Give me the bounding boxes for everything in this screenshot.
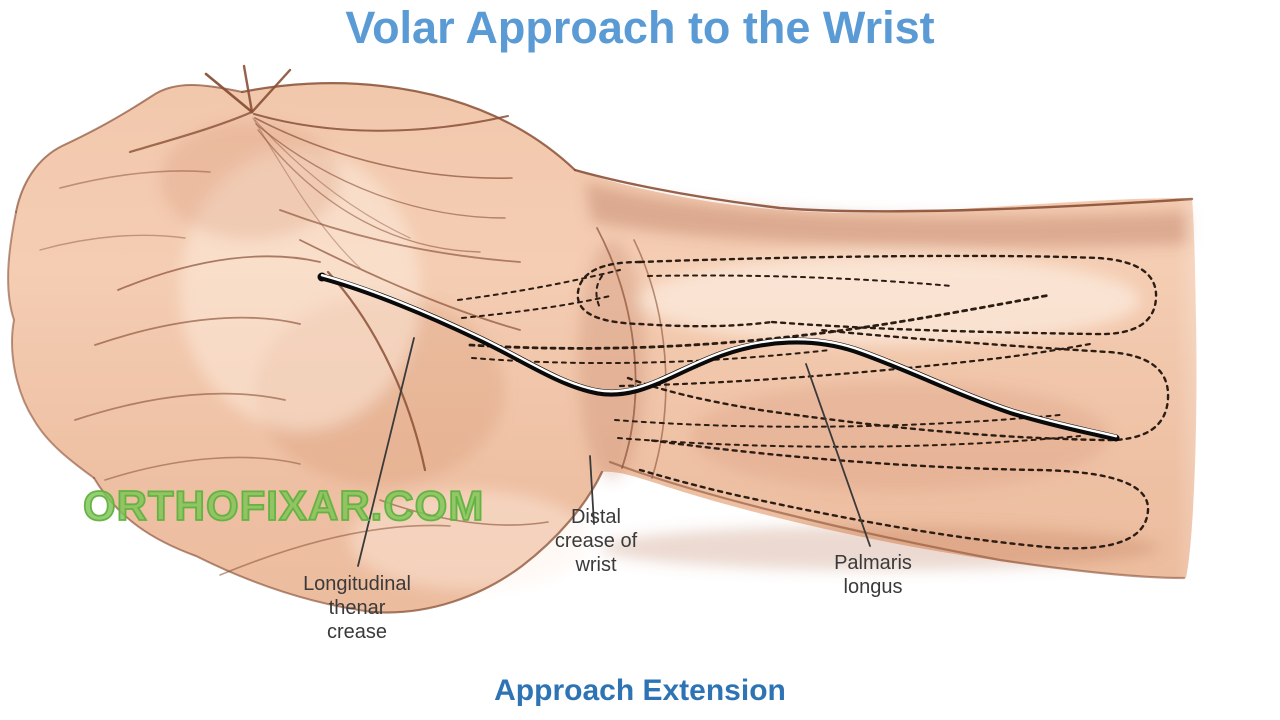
page-title: Volar Approach to the Wrist [345,2,935,53]
tendon-compartment-top [576,260,774,328]
leader-line-palmaris [805,363,871,547]
palmaris-longus-tendon [468,293,1052,350]
tendon-compartment-bottom [638,438,1150,550]
right-edge-fade [1175,150,1280,620]
leader-line-distal-crease [589,455,595,525]
incision-line [317,272,1120,442]
label-longitudinal-thenar-crease: Longitudinal thenar crease [303,573,411,643]
tendon-compartment-middle [626,328,1170,442]
contour-lines [7,64,1194,614]
watermark-text: ORTHOFIXAR.COM [82,481,485,530]
tendon-dotted-lines [457,254,1170,550]
leader-line-thenar [357,337,415,567]
label-palmaris-longus: Palmaris longus [834,552,912,598]
caption-approach-extension: Approach Extension [494,674,786,707]
label-distal-crease-of-wrist: Distal crease of wrist [554,506,638,576]
leader-lines [357,337,871,567]
